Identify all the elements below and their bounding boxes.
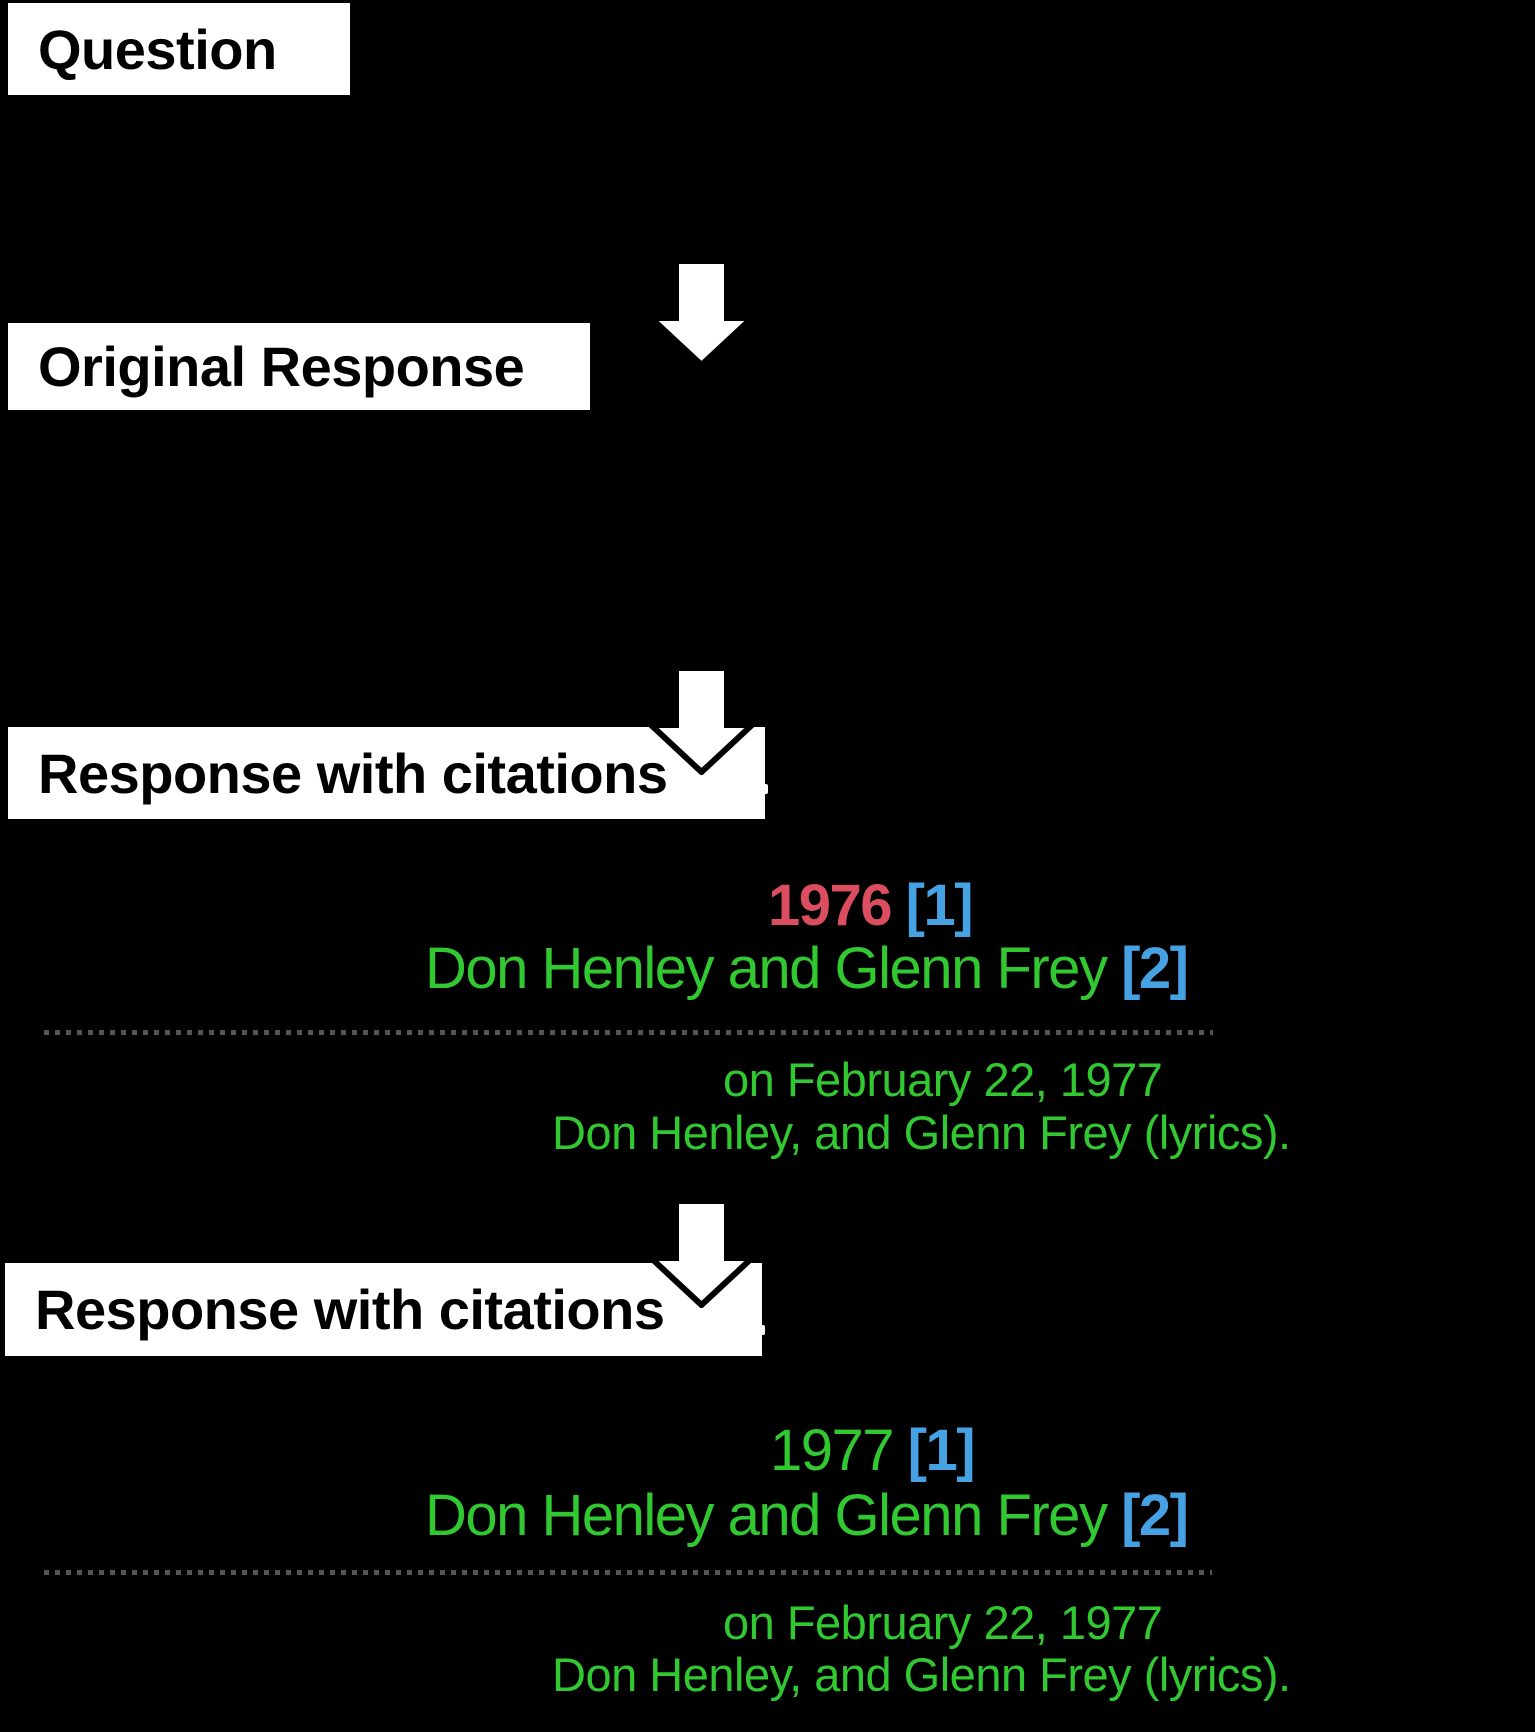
response-with-citations-label-2: Response with citations: [35, 1278, 665, 1341]
evidence-date-line-1: on February 22, 1977: [723, 1053, 1163, 1106]
year-value-wrong: 1976: [768, 873, 893, 938]
stray-dot-artifact: [762, 784, 768, 794]
down-arrow-icon: [648, 1198, 755, 1308]
stray-dot-artifact: [759, 1325, 765, 1335]
dotted-separator-1: [44, 1030, 1213, 1035]
citation-1-marker: [1]: [907, 1418, 976, 1483]
original-response-label-box: Original Response: [8, 323, 590, 410]
year-value-corrected: 1977: [770, 1418, 895, 1483]
question-label: Question: [38, 17, 277, 81]
response-with-citations-label-box-1: Response with citations: [8, 727, 765, 819]
evidence-credits-line-1: Don Henley, and Glenn Frey (lyrics).: [552, 1106, 1291, 1159]
response-with-citations-label-box-2: Response with citations: [5, 1263, 762, 1356]
response-with-citations-label-1: Response with citations: [38, 741, 668, 805]
evidence-date-line-2: on February 22, 1977: [723, 1596, 1163, 1649]
citation-line-authors-2: Don Henley and Glenn Frey [2]: [425, 1487, 1189, 1545]
citation-2-marker: [2]: [1121, 936, 1189, 1001]
authors-value: Don Henley and Glenn Frey: [425, 1483, 1108, 1548]
evidence-credits-line-2: Don Henley, and Glenn Frey (lyrics).: [552, 1648, 1291, 1701]
authors-value: Don Henley and Glenn Frey: [425, 936, 1108, 1001]
citation-line-year-2: 1977 [1]: [770, 1422, 976, 1480]
down-arrow-icon: [648, 258, 755, 368]
dotted-separator-2: [44, 1570, 1212, 1575]
citation-line-authors-1: Don Henley and Glenn Frey [2]: [425, 940, 1189, 998]
down-arrow-icon: [648, 665, 755, 775]
original-response-label: Original Response: [38, 335, 525, 398]
question-label-box: Question: [8, 3, 350, 95]
citation-2-marker: [2]: [1121, 1483, 1189, 1548]
citation-line-year-1: 1976 [1]: [768, 877, 974, 935]
citation-1-marker: [1]: [905, 873, 974, 938]
